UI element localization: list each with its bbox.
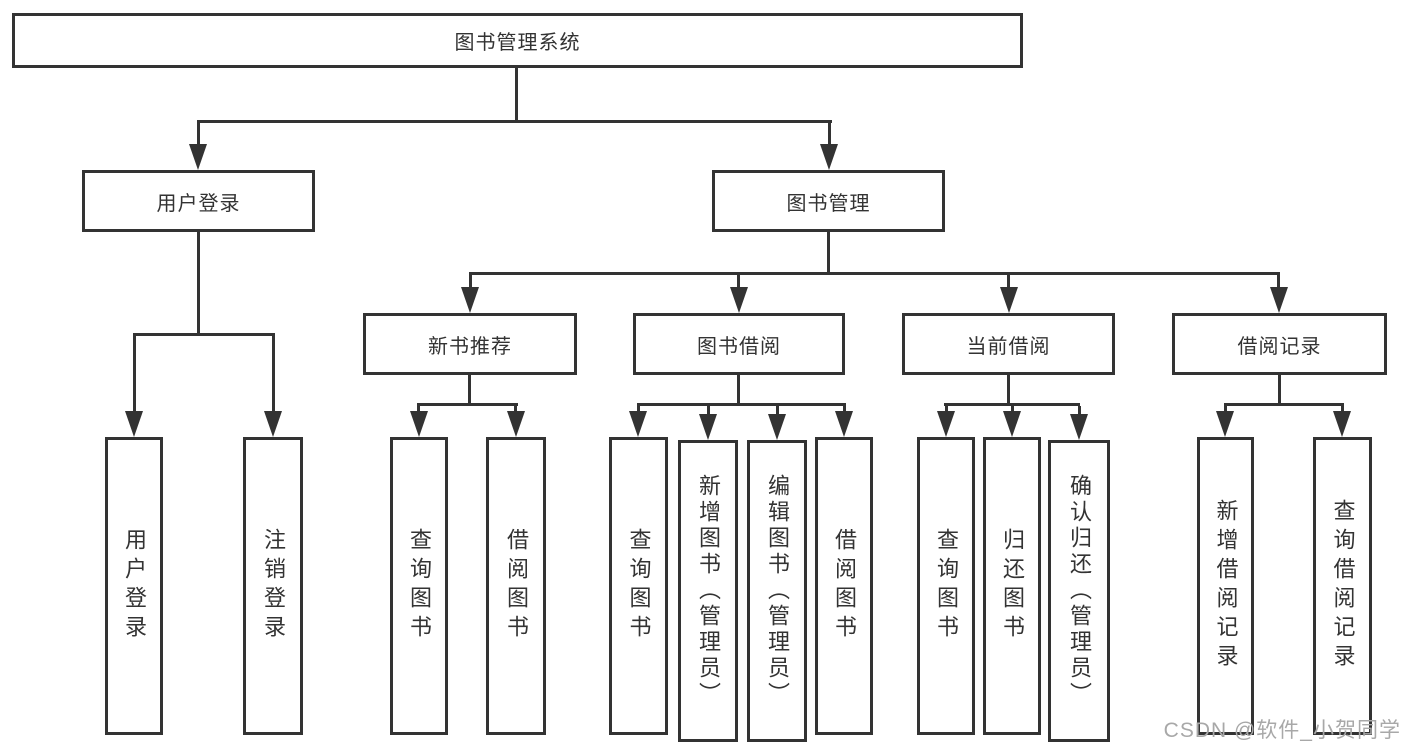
arrowhead-down — [264, 411, 282, 437]
node-leaf-logout-login: 注销登录 — [243, 437, 303, 735]
node-leaf-confirm-return-admin: 确认归还（管理员） — [1048, 440, 1110, 742]
node-label: 新增图书（管理员） — [696, 474, 721, 708]
node-book-borrowing: 图书借阅 — [633, 313, 845, 375]
arrowhead-down — [1003, 411, 1021, 437]
node-label: 图书借阅 — [697, 335, 781, 358]
node-label: 注销登录 — [261, 528, 286, 644]
node-label: 归还图书 — [1000, 528, 1025, 644]
watermark-text: CSDN @软件_小贺同学 — [1163, 719, 1401, 742]
arrowhead-down — [1000, 287, 1018, 313]
node-leaf-edit-books-admin: 编辑图书（管理员） — [747, 440, 807, 742]
connector-line — [1007, 275, 1010, 287]
node-leaf-return-books: 归还图书 — [983, 437, 1041, 735]
node-label: 图书管理系统 — [454, 32, 581, 54]
node-label: 编辑图书（管理员） — [765, 474, 790, 708]
node-library-management-system: 图书管理系统 — [12, 13, 1023, 68]
connector-line — [737, 275, 740, 287]
connector-line — [843, 406, 846, 411]
arrowhead-down — [1333, 411, 1351, 437]
connector-line — [515, 68, 518, 123]
connector-line — [197, 232, 200, 336]
node-current-borrowing: 当前借阅 — [902, 313, 1115, 375]
node-label: 查询图书 — [934, 528, 959, 644]
connector-line — [1011, 406, 1014, 411]
node-user-login: 用户登录 — [82, 170, 315, 232]
node-label: 借阅记录 — [1237, 335, 1322, 358]
connector-line — [945, 406, 948, 411]
node-label: 当前借阅 — [966, 335, 1051, 358]
connector-line — [468, 375, 471, 406]
arrowhead-down — [461, 287, 479, 313]
arrowhead-down — [835, 411, 853, 437]
node-leaf-query-books-2: 查询图书 — [609, 437, 668, 735]
connector-line — [1278, 375, 1281, 406]
node-leaf-user-login: 用户登录 — [105, 437, 163, 735]
connector-line — [1224, 406, 1227, 411]
node-label: 用户登录 — [122, 528, 147, 644]
node-leaf-query-books-1: 查询图书 — [390, 437, 448, 735]
arrowhead-down — [189, 144, 207, 170]
arrowhead-down — [629, 411, 647, 437]
connector-line — [1007, 375, 1010, 406]
connector-line — [1078, 406, 1081, 414]
connector-line — [469, 275, 472, 287]
connector-line — [1224, 403, 1344, 406]
arrowhead-down — [410, 411, 428, 437]
node-label: 借阅图书 — [832, 528, 857, 644]
connector-line — [827, 232, 830, 275]
connector-line — [828, 123, 831, 144]
connector-line — [197, 123, 200, 144]
connector-line — [133, 336, 136, 411]
connector-line — [1341, 406, 1344, 411]
arrowhead-down — [820, 144, 838, 170]
connector-line — [737, 375, 740, 406]
node-label: 查询借阅记录 — [1330, 499, 1356, 673]
node-leaf-borrow-books-2: 借阅图书 — [815, 437, 873, 735]
node-label: 确认归还（管理员） — [1067, 474, 1092, 708]
node-label: 查询图书 — [626, 528, 652, 644]
node-borrowing-records: 借阅记录 — [1172, 313, 1387, 375]
arrowhead-down — [125, 411, 143, 437]
connector-line — [133, 333, 275, 336]
node-label: 用户登录 — [156, 192, 241, 215]
node-book-management: 图书管理 — [712, 170, 945, 232]
node-label: 新增借阅记录 — [1213, 499, 1239, 673]
arrowhead-down — [1070, 414, 1088, 440]
node-label: 借阅图书 — [504, 528, 529, 644]
arrowhead-down — [699, 414, 717, 440]
arrowhead-down — [730, 287, 748, 313]
node-leaf-query-borrow-record: 查询借阅记录 — [1313, 437, 1372, 735]
node-leaf-add-borrow-record: 新增借阅记录 — [1197, 437, 1254, 735]
connector-line — [944, 403, 1080, 406]
node-leaf-add-books-admin: 新增图书（管理员） — [678, 440, 738, 742]
connector-line — [707, 406, 710, 414]
node-leaf-borrow-books-1: 借阅图书 — [486, 437, 546, 735]
arrowhead-down — [1216, 411, 1234, 437]
connector-line — [469, 272, 1280, 275]
arrowhead-down — [768, 414, 786, 440]
node-label: 图书管理 — [786, 192, 871, 215]
arrowhead-down — [507, 411, 525, 437]
connector-line — [514, 406, 517, 411]
arrowhead-down — [937, 411, 955, 437]
connector-line — [417, 406, 420, 411]
connector-line — [197, 120, 832, 123]
connector-line — [272, 336, 275, 411]
connector-line — [637, 406, 640, 411]
node-label: 新书推荐 — [428, 335, 512, 358]
node-label: 查询图书 — [407, 528, 432, 644]
connector-line — [1277, 275, 1280, 287]
node-new-book-recommend: 新书推荐 — [363, 313, 577, 375]
connector-line — [776, 406, 779, 414]
connector-line — [637, 403, 846, 406]
connector-line — [417, 403, 518, 406]
arrowhead-down — [1270, 287, 1288, 313]
node-leaf-query-books-3: 查询图书 — [917, 437, 975, 735]
